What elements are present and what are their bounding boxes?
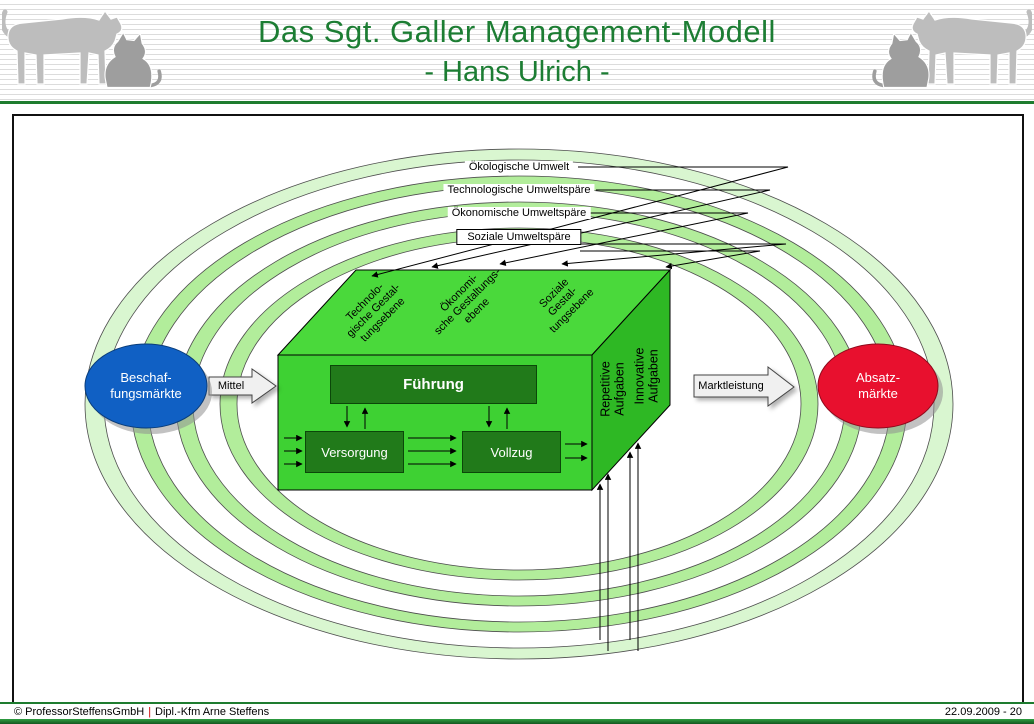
vollzug-box: Vollzug — [462, 431, 561, 473]
sales-market-label: Absatz- märkte — [855, 369, 901, 401]
procurement-market-label: Beschaf- fungsmärkte — [110, 369, 182, 401]
footer-author: Dipl.-Kfm Arne Steffens — [155, 706, 270, 718]
mittel-label: Mittel — [217, 380, 245, 392]
fuehrung-box: Führung — [330, 365, 537, 404]
footer-credit: © ProfessorSteffensGmbH|Dipl.-Kfm Arne S… — [14, 706, 269, 718]
diagram-frame — [12, 114, 1024, 704]
header-divider — [0, 101, 1034, 104]
ring-label-sozial: Soziale Umweltspäre — [456, 229, 582, 245]
slide-subtitle: - Hans Ulrich - — [424, 56, 610, 88]
footer-date-page: 22.09.2009 - 20 — [944, 706, 1022, 718]
slide-title: Das Sgt. Galler Management-Modell — [258, 14, 776, 49]
ring-label-oekologisch: Ökologische Umwelt — [464, 161, 574, 173]
footer-divider — [0, 702, 1034, 704]
marktleistung-label: Marktleistung — [698, 380, 764, 392]
header: Das Sgt. Galler Management-Modell - Hans… — [0, 0, 1034, 101]
versorgung-box: Versorgung — [305, 431, 404, 473]
footer-company: © ProfessorSteffensGmbH — [14, 706, 145, 718]
ring-label-technologisch: Technologische Umweltspäre — [443, 184, 595, 196]
task-type-innovative: Innovative Aufgaben — [632, 347, 661, 405]
ring-label-oekonomisch: Ökonomische Umweltspäre — [447, 207, 591, 219]
footer-separator: | — [148, 706, 152, 718]
footer-bottom-bar — [0, 719, 1034, 724]
task-type-repetitive: Repetitive Aufgaben — [598, 361, 627, 417]
